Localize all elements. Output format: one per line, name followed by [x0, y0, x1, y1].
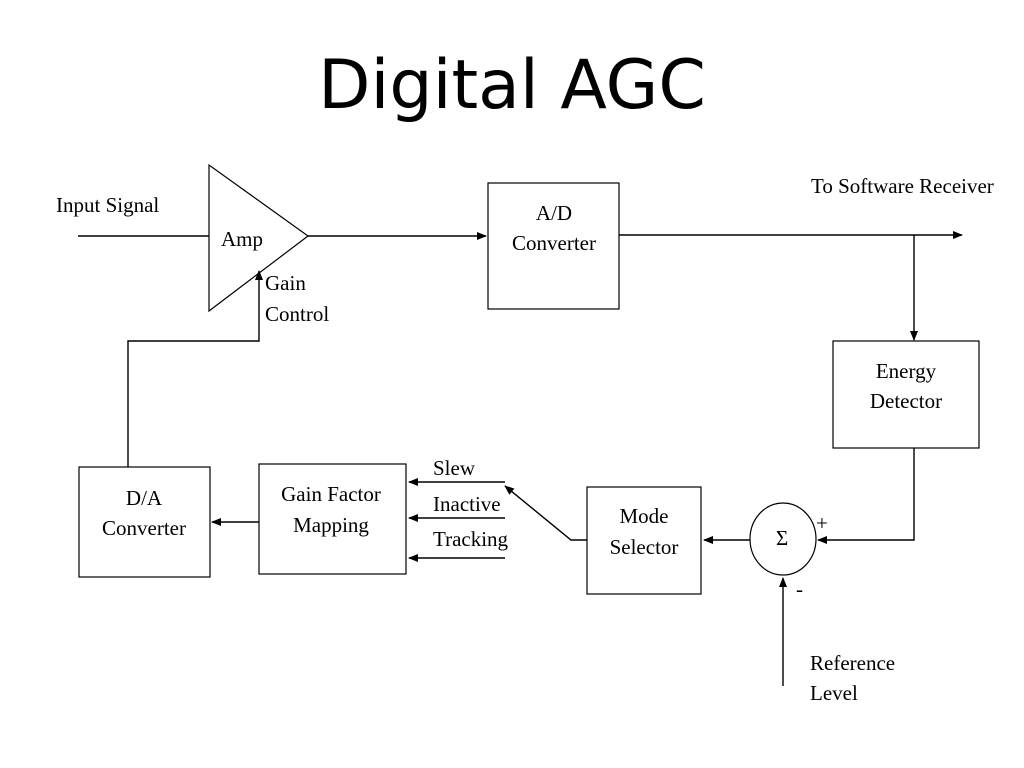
energy-detector-label-2: Detector	[870, 389, 942, 413]
inactive-label: Inactive	[433, 492, 501, 516]
minus-sign: -	[796, 577, 803, 601]
reference-level-label-2: Level	[810, 681, 858, 705]
reference-level-label-1: Reference	[810, 651, 895, 675]
energy-detector-label-1: Energy	[876, 359, 937, 383]
mode-selector-label-2: Selector	[610, 535, 679, 559]
page-title: Digital AGC	[318, 46, 706, 125]
ad-converter-box	[487, 182, 620, 310]
ad-converter-label-2: Converter	[512, 231, 596, 255]
tracking-label: Tracking	[433, 527, 509, 551]
energy-detector-box	[832, 340, 980, 449]
gain-control-label-2: Control	[265, 302, 329, 326]
sigma-symbol: Σ	[776, 526, 788, 550]
gain-factor-mapping-label-1: Gain Factor	[281, 482, 381, 506]
gain-factor-mapping-box	[258, 463, 407, 575]
ad-converter-label-1: A/D	[536, 201, 572, 225]
energy-to-summer-arrow	[817, 448, 915, 544]
da-converter-label-2: Converter	[102, 516, 186, 540]
mode-selector-box	[586, 486, 702, 595]
da-converter-label-1: D/A	[126, 486, 163, 510]
gain-factor-mapping-label-2: Mapping	[293, 513, 369, 537]
plus-sign: +	[816, 511, 828, 535]
amp-label: Amp	[221, 227, 263, 251]
input-signal-label: Input Signal	[56, 193, 159, 217]
to-software-receiver-label: To Software Receiver	[811, 174, 994, 198]
da-converter-box	[78, 466, 211, 578]
slew-label: Slew	[433, 456, 476, 480]
summing-junction	[749, 502, 817, 576]
mode-switch-arm	[504, 485, 587, 541]
gain-control-feedback-arrow	[127, 270, 263, 467]
mode-selector-label-1: Mode	[620, 504, 669, 528]
gain-control-label-1: Gain	[265, 271, 306, 295]
